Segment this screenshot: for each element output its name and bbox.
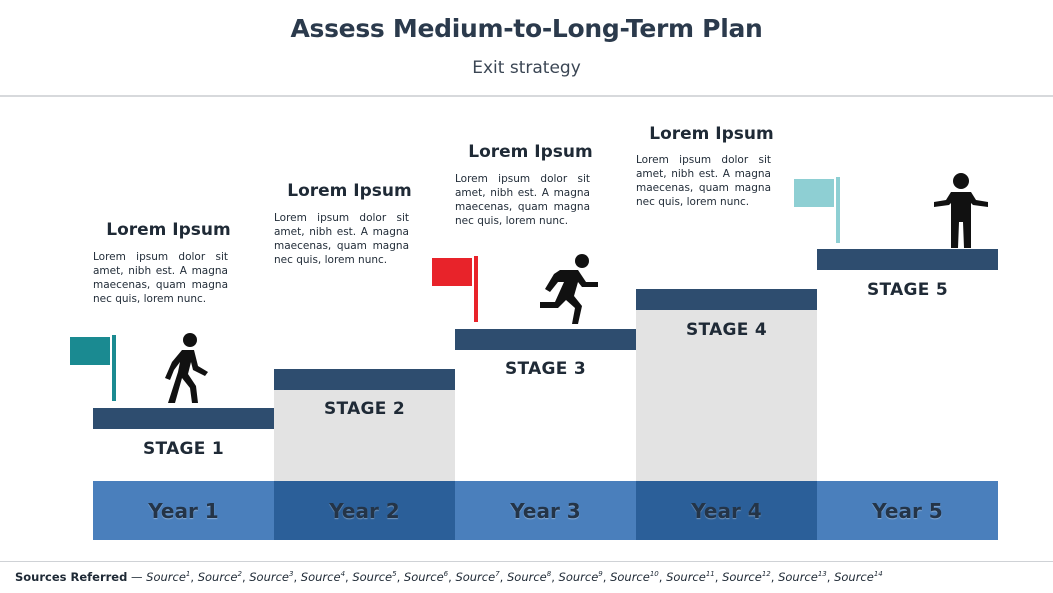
source-reference: Source8	[506, 570, 552, 584]
year-2-cell: Year 2	[274, 481, 455, 540]
source-reference: Source7	[455, 570, 500, 584]
page-subtitle: Exit strategy	[472, 58, 581, 78]
year-3-cell: Year 3	[455, 481, 636, 540]
source-reference: Source13	[778, 570, 827, 584]
flag-icon	[70, 335, 116, 401]
sources-separator: —	[127, 570, 147, 584]
year-4-cell: Year 4	[636, 481, 817, 540]
source-reference: Source1	[146, 570, 191, 584]
walking-person-icon	[165, 333, 208, 403]
header-divider	[0, 95, 1053, 97]
stage-2-label: STAGE 2	[323, 399, 406, 419]
stage-1-text: Lorem ipsum dolor sit amet, nibh est. A …	[93, 251, 228, 305]
stage-4-step-bar	[636, 289, 817, 310]
source-reference: Source14	[834, 570, 883, 584]
sources-list: Source1, Source2, Source3, Source4, Sour…	[146, 570, 883, 584]
stage-3-column	[455, 329, 636, 481]
flag-icon	[432, 256, 478, 322]
year-5-cell: Year 5	[817, 481, 998, 540]
source-reference: Source2	[197, 570, 242, 584]
source-reference: Source3	[249, 570, 294, 584]
sources-footer: Sources Referred — Source1, Source2, Sou…	[15, 570, 883, 584]
stage-4-column	[636, 289, 817, 481]
stage-2-heading: Lorem Ipsum	[287, 181, 412, 201]
stage-1-heading: Lorem Ipsum	[106, 220, 231, 240]
stage-5-label: STAGE 5	[866, 280, 949, 300]
source-reference: Source9	[558, 570, 603, 584]
stage-1-label: STAGE 1	[142, 439, 225, 459]
stage-2-text: Lorem ipsum dolor sit amet, nibh est. A …	[274, 212, 409, 266]
source-reference: Source6	[403, 570, 449, 584]
stage-4-text: Lorem ipsum dolor sit amet, nibh est. A …	[636, 154, 771, 208]
footer-divider	[0, 561, 1053, 562]
stage-1-step-bar	[93, 408, 274, 429]
source-reference: Source11	[666, 570, 715, 584]
stage-3-label: STAGE 3	[504, 359, 587, 379]
stage-3-text: Lorem ipsum dolor sit amet, nibh est. A …	[455, 173, 590, 227]
flag-icon	[794, 177, 840, 243]
stage-3-heading: Lorem Ipsum	[468, 142, 593, 162]
stage-4-label: STAGE 4	[685, 320, 768, 340]
source-reference: Source12	[722, 570, 771, 584]
stage-5-step-bar	[817, 249, 998, 270]
running-person-icon	[540, 254, 598, 324]
page-title: Assess Medium-to-Long-Term Plan	[290, 14, 763, 43]
stage-3-step-bar	[455, 329, 636, 350]
stage-2-step-bar	[274, 369, 455, 390]
source-reference: Source10	[610, 570, 659, 584]
source-reference: Source5	[352, 570, 397, 584]
sources-label: Sources Referred	[15, 570, 128, 584]
standing-person-icon	[934, 173, 988, 248]
stage-4-heading: Lorem Ipsum	[649, 124, 774, 144]
source-reference: Source4	[300, 570, 346, 584]
year-1-cell: Year 1	[93, 481, 274, 540]
